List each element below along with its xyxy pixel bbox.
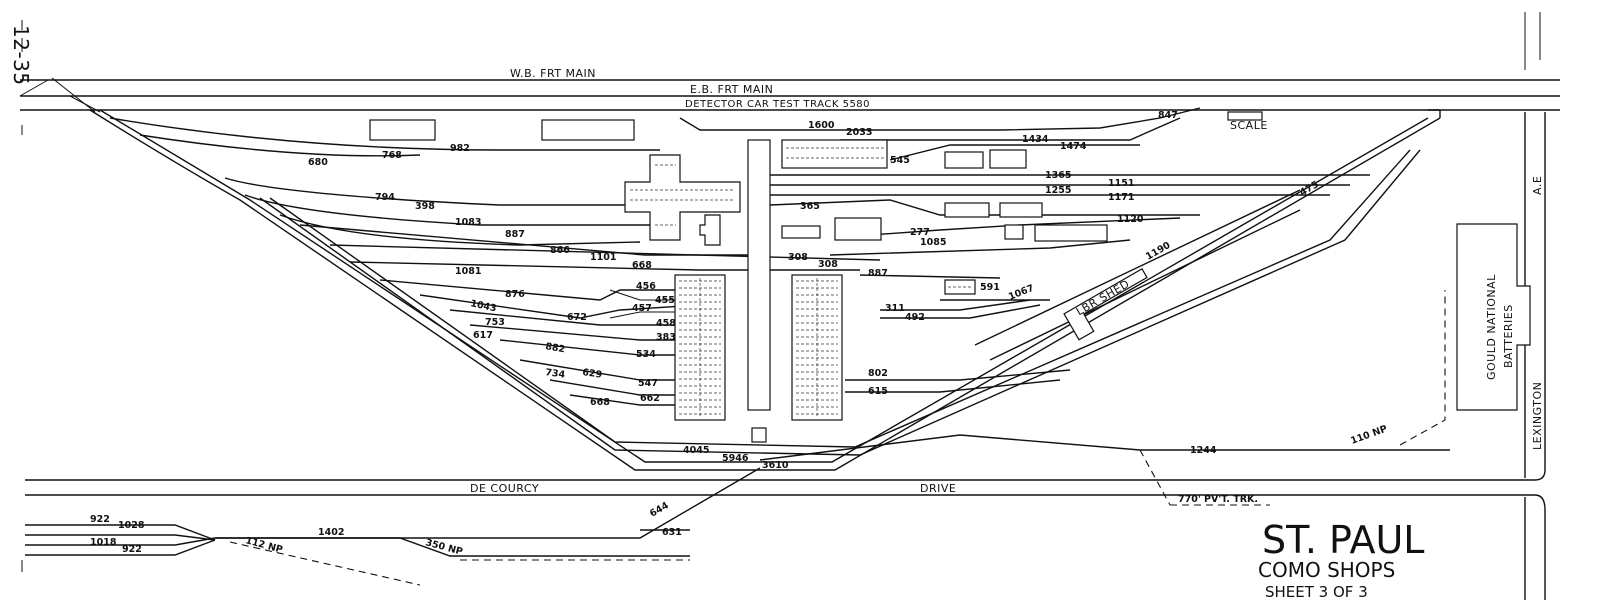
track-label: 615: [868, 386, 888, 397]
building-a: [369, 119, 436, 141]
track-label: 1600: [808, 120, 835, 131]
track-label: 982: [450, 143, 470, 154]
track-label: 794: [375, 192, 395, 203]
track-label: 887: [868, 268, 888, 279]
track-label: 110 NP: [1349, 423, 1389, 446]
track-label: 1085: [920, 237, 946, 248]
track-label: 629: [582, 367, 603, 381]
track-label: 398: [415, 201, 435, 212]
scale-box: [1227, 111, 1263, 121]
track-label: 1171: [1108, 192, 1134, 203]
track-label: 1028: [118, 520, 145, 531]
lexington-label: LEXINGTON: [1531, 382, 1544, 450]
track-label: 1083: [455, 217, 481, 228]
track-label: 308: [788, 252, 808, 263]
small-building: [751, 427, 767, 443]
track-label: 1081: [455, 266, 481, 277]
stall-hatch-left: [679, 278, 721, 417]
track-label: 876: [505, 289, 525, 300]
track-label: 1190: [1144, 240, 1173, 263]
track-label: 887: [505, 229, 525, 240]
wb-frt-main-label: W.B. FRT MAIN: [510, 67, 596, 80]
track-label: 1255: [1045, 185, 1071, 196]
track-label: 866: [550, 245, 570, 256]
right-tracks: [679, 107, 1450, 506]
track-label: 308: [818, 259, 838, 270]
track-label: 547: [638, 378, 658, 389]
eb-frt-main-label: E.B. FRT MAIN: [690, 83, 773, 96]
building-c: [781, 139, 888, 169]
track-label: 662: [640, 393, 660, 404]
track-label: 1474: [1060, 141, 1087, 152]
central-shop: [747, 139, 771, 411]
track-label: 1101: [590, 252, 616, 263]
gould-building: [1456, 223, 1531, 411]
decourcy-label: DE COURCY: [470, 482, 539, 495]
detector-car-label: DETECTOR CAR TEST TRACK 5580: [685, 99, 870, 110]
track-label: 4045: [683, 445, 709, 456]
track-label: 768: [382, 150, 402, 161]
track-label: 2033: [846, 127, 872, 138]
scale-label: SCALE: [1230, 119, 1268, 132]
track-label: 734: [545, 367, 567, 381]
gould-label-2: BATTERIES: [1502, 304, 1515, 368]
track-label: 350 NP: [424, 537, 464, 557]
track-label: 458: [656, 318, 676, 329]
track-label: 617: [473, 330, 493, 341]
title-sheet: SHEET 3 OF 3: [1265, 583, 1368, 601]
track-label: 383: [656, 332, 676, 343]
title-shops: COMO SHOPS: [1258, 558, 1395, 582]
track-label: 753: [485, 317, 505, 328]
track-label: 5946: [722, 453, 749, 464]
track-label: 1043: [469, 298, 497, 314]
track-label: 1402: [318, 527, 344, 538]
track-label: 644: [648, 500, 671, 520]
drive-label: DRIVE: [920, 482, 956, 495]
track-label: 631: [662, 527, 682, 538]
track-labels: 847 1600 2033 1434 1474 545 982 768 680 …: [90, 110, 1389, 558]
track-label: 277: [910, 227, 930, 238]
track-label: 534: [636, 349, 656, 360]
track-label: 457: [632, 303, 652, 314]
track-label: 492: [905, 312, 925, 323]
track-label: 1434: [1022, 134, 1049, 145]
bottom-lead-tracks: [25, 467, 1270, 586]
building-b: [541, 119, 635, 141]
track-label: 455: [655, 295, 675, 306]
title-city: ST. PAUL: [1262, 518, 1424, 562]
track-label: 1365: [1045, 170, 1071, 181]
track-label: 668: [590, 397, 610, 408]
track-label: 802: [868, 368, 888, 379]
track-label: 545: [890, 155, 910, 166]
track-label: 680: [308, 157, 328, 168]
track-label: 1151: [1108, 178, 1134, 189]
track-label: 668: [632, 260, 652, 271]
gould-label-1: GOULD NATIONAL: [1485, 274, 1498, 380]
main-lines: [19, 77, 1560, 113]
track-label: 1120: [1117, 214, 1144, 225]
sheet-code: 12-35: [9, 25, 33, 86]
track-label: 591: [980, 282, 1000, 293]
ave-label: A.E: [1531, 176, 1544, 195]
track-label: 672: [567, 312, 587, 323]
track-label: 1018: [90, 537, 117, 548]
yard-tracks: [109, 117, 881, 406]
cross-shop: [624, 154, 741, 241]
track-label: 922: [122, 544, 142, 555]
decourcy-drive: [25, 12, 1546, 600]
track-label: 311: [885, 303, 905, 314]
track-label: 1244: [1190, 445, 1217, 456]
track-label: 882: [544, 341, 565, 355]
track-label: 770' PV'T. TRK.: [1178, 494, 1258, 505]
track-label: 847: [1158, 110, 1178, 121]
outer-loop-tracks: [89, 109, 1560, 471]
track-label: 456: [636, 281, 656, 292]
track-label: 922: [90, 514, 110, 525]
stall-hatch-right: [796, 278, 838, 417]
track-label: 3610: [762, 460, 789, 471]
buildings: LBR SHED GOULD NATIONAL BATTERIES SCALE: [369, 111, 1531, 443]
track-label: 365: [800, 201, 820, 212]
